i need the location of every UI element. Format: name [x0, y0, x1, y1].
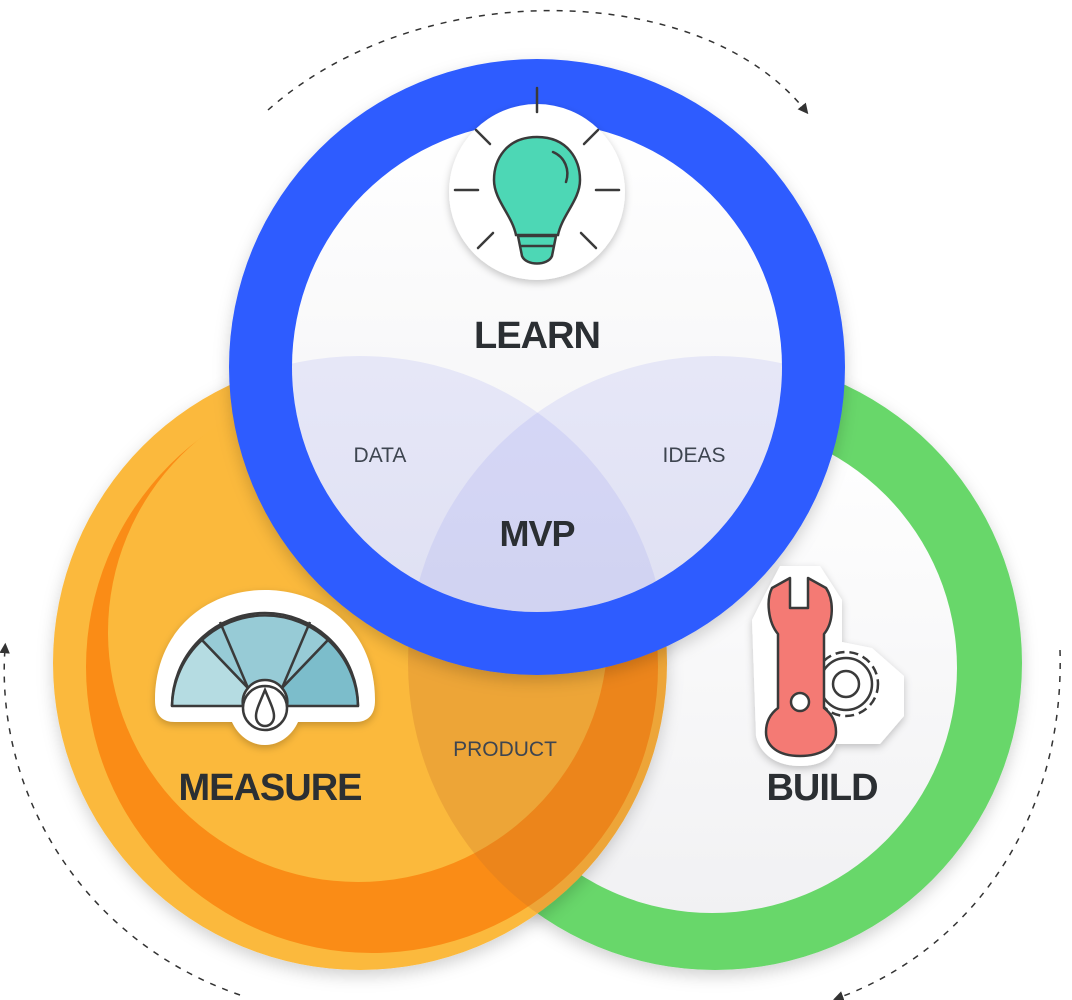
wrench-gear-icon — [752, 566, 904, 766]
cycle-arrows — [0, 9, 1061, 1000]
learn-label: LEARN — [474, 315, 600, 357]
lightbulb-icon — [449, 86, 625, 280]
learn-circle — [229, 59, 845, 675]
product-label: PRODUCT — [453, 738, 557, 761]
build-label: BUILD — [766, 767, 877, 809]
ideas-label: IDEAS — [662, 444, 725, 467]
gauge-icon — [155, 590, 375, 745]
measure-label: MEASURE — [178, 767, 361, 809]
data-label: DATA — [354, 444, 407, 467]
cycle-arrow-left — [0, 642, 241, 996]
cycle-arrow-right — [833, 649, 1061, 1000]
gear-icon — [812, 650, 880, 718]
mvp-label: MVP — [499, 513, 574, 554]
